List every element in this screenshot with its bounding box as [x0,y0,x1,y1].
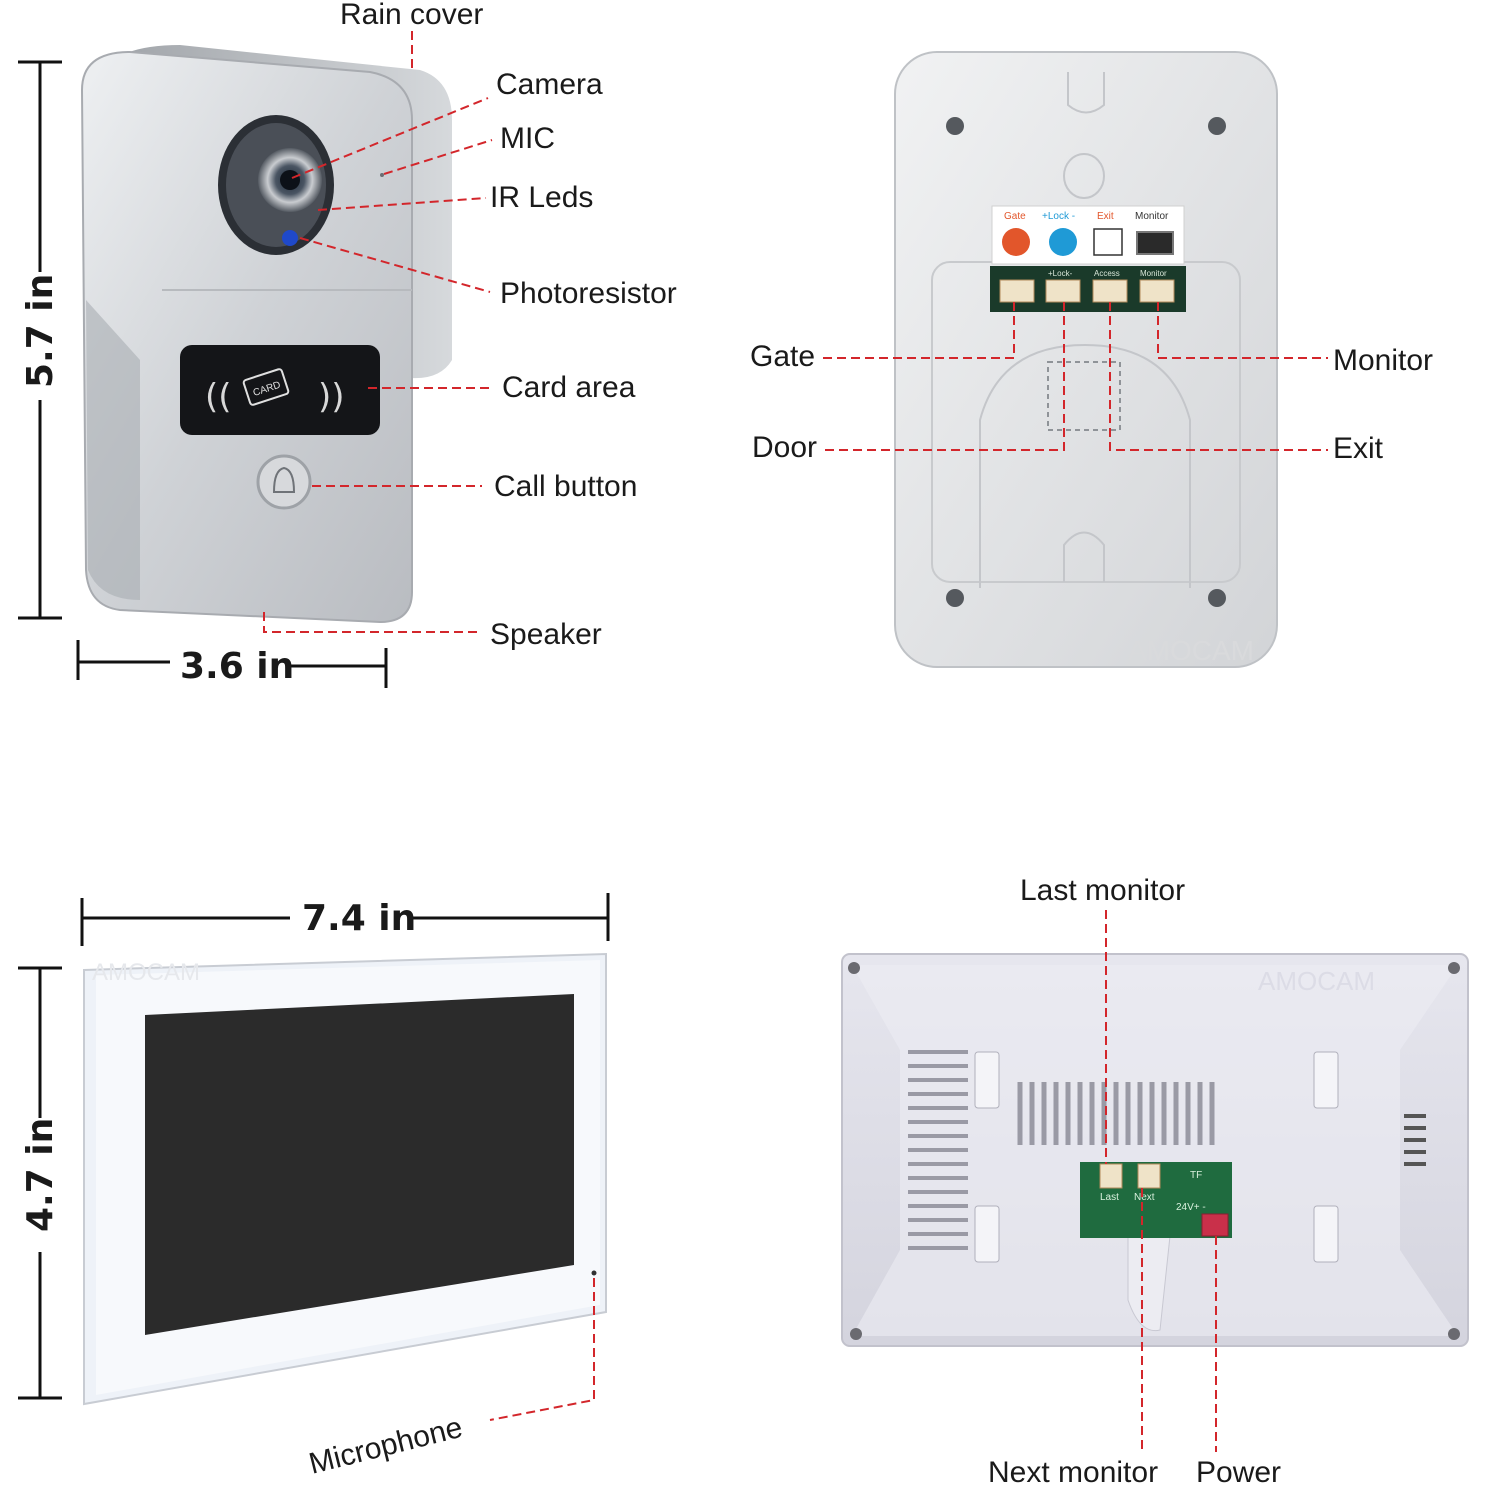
photoresistor-sensor [282,230,298,246]
label-card-area: Card area [502,371,636,404]
doorbell-back-leaders [820,302,1328,451]
sticker-monitor: Monitor [1135,211,1169,222]
label-microphone: Microphone [306,1411,466,1481]
monitor-height: 4.7 in [20,1118,61,1232]
monitor-back-labels: Last monitor Next monitor Power [988,874,1281,1486]
label-rain-cover: Rain cover [340,0,483,31]
doorbell-dimensions: 5.7 in 3.6 in [18,60,388,688]
card-area-panel [180,345,380,435]
sticker-lock: +Lock - [1042,211,1075,222]
doorbell-front: (( )) CARD [80,45,452,624]
label-monitor: Monitor [1333,344,1433,377]
pcb-power: 24V+ - [1176,1202,1206,1213]
label-power: Power [1196,1456,1281,1486]
pcb-last: Last [1100,1192,1119,1203]
svg-text:((: (( [205,377,232,417]
connector-lock [1045,279,1081,303]
left-vents [908,1050,968,1250]
microphone-hole [591,1270,597,1276]
pcb-lock: +Lock- [1048,269,1073,278]
mic-hole [380,173,384,177]
label-camera: Camera [496,68,603,101]
pcb-access: Access [1094,269,1120,278]
label-door: Door [752,431,817,464]
pcb-monitor: Monitor [1140,269,1167,278]
label-last-monitor: Last monitor [1020,874,1185,907]
doorbell-height: 5.7 in [20,274,61,388]
pcb-next: Next [1134,1192,1155,1203]
monitor-front: AMOCAM [83,952,607,1406]
connector-power [1201,1213,1229,1237]
exit-key-icon [1093,228,1123,256]
doorbell-back-labels: Gate Door Monitor Exit [750,340,1433,465]
label-speaker: Speaker [490,618,602,651]
monitor-width: 7.4 in [302,898,416,939]
label-mic: MIC [500,122,555,155]
sticker-exit: Exit [1097,211,1114,222]
connector-next [1137,1163,1161,1189]
card-icon [242,368,290,406]
label-next-monitor: Next monitor [988,1456,1158,1486]
watermark: AMOCAM [1128,635,1254,666]
doorbell-front-leaders [263,28,493,633]
bell-icon [272,466,296,493]
center-vents [1017,1082,1215,1145]
doorbell-back: Gate +Lock - Exit Monitor +Lock- Access … [894,51,1278,668]
label-gate: Gate [750,340,815,373]
doorbell-front-labels: Rain cover Camera MIC IR Leds Photoresis… [340,0,677,651]
connector-gate [999,279,1035,303]
watermark: AMOCAM [1258,966,1375,996]
svg-text:)): )) [318,377,345,417]
connector-monitor [1139,279,1175,303]
label-exit: Exit [1333,432,1384,465]
connector-last [1099,1163,1123,1189]
watermark: AMOCAM [92,959,200,986]
label-ir-leds: IR Leds [490,181,593,214]
call-button [256,454,312,510]
monitor-screen [145,994,574,1335]
sticker-gate: Gate [1004,211,1026,222]
rain-cover [100,45,452,379]
label-call-button: Call button [494,470,637,503]
gate-icon [1002,228,1030,256]
doorbell-width: 3.6 in [180,646,294,687]
right-speaker-grille [1404,1114,1426,1166]
pcb-tf: TF [1190,1170,1202,1181]
label-photoresistor: Photoresistor [500,277,677,310]
back-plate [894,51,1278,668]
monitor-icon [1136,231,1174,255]
monitor-back: Last Next TF 24V+ - AMOCAM [841,953,1469,1347]
monitor-back-leaders [1105,910,1217,1452]
monitor-dimensions: 7.4 in 4.7 in [18,893,610,1400]
connector-access [1092,279,1128,303]
lock-key-icon [1049,228,1077,256]
